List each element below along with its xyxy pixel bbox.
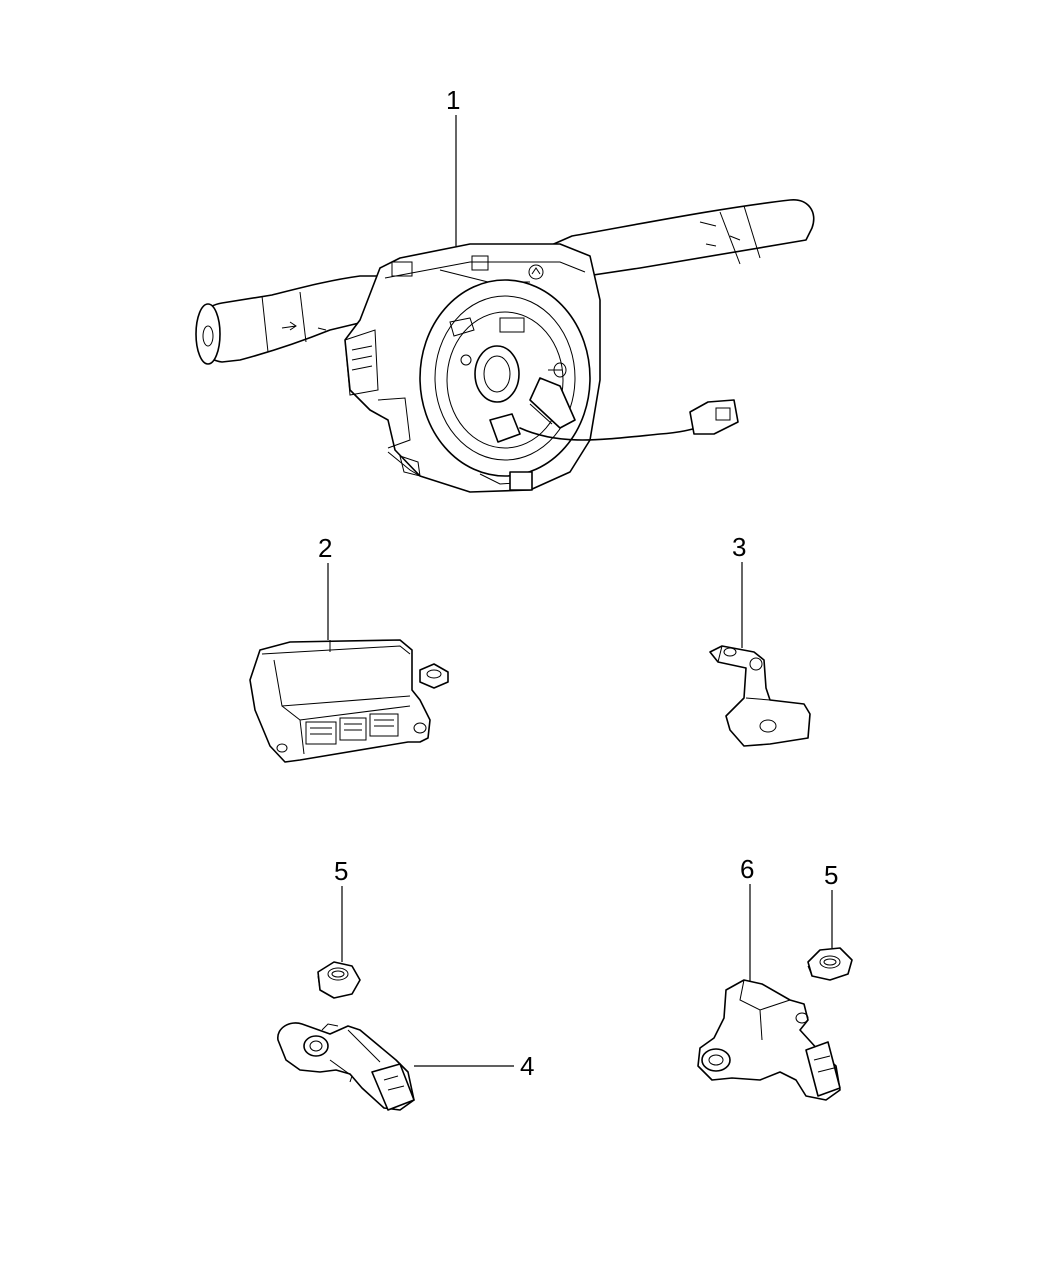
impact-sensor-icon [277, 1022, 415, 1111]
callout-4: 4 [520, 1051, 534, 1081]
callout-5b: 5 [824, 860, 838, 890]
impact-sensor-icon [697, 979, 841, 1101]
steering-column-switch-icon [195, 199, 815, 493]
callout-3: 3 [732, 532, 746, 562]
flange-nut-icon [317, 961, 361, 999]
flange-nut-icon [807, 947, 853, 981]
callout-1: 1 [446, 85, 460, 115]
airbag-control-module-icon [249, 639, 431, 763]
callout-5a: 5 [334, 856, 348, 886]
callout-2: 2 [318, 533, 332, 563]
callout-6: 6 [740, 854, 754, 884]
mounting-bracket-icon [709, 645, 811, 747]
flange-nut-icon [419, 663, 449, 689]
